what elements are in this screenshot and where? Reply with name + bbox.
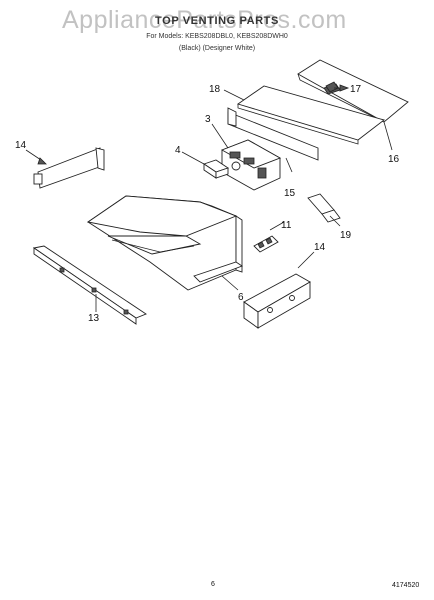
callout-4: 4 <box>175 145 181 156</box>
part-19-clip <box>307 193 341 227</box>
document-id: 4174520 <box>392 582 420 589</box>
callout-11: 11 <box>281 220 292 231</box>
page-number: 6 <box>211 581 215 588</box>
part-13-front-channel <box>32 245 147 325</box>
part-15-bracket-rail <box>227 107 319 173</box>
callout-13: 13 <box>88 313 100 324</box>
part-4-block <box>181 151 230 179</box>
diagram-title: TOP VENTING PARTS <box>155 15 279 27</box>
callout-18: 18 <box>209 84 221 95</box>
callout-6: 6 <box>238 292 244 303</box>
model-numbers: For Models: KEBS208DBL0, KEBS208DWH0 <box>146 33 288 40</box>
part-17-clip <box>325 81 350 93</box>
watermark: AppliancePartsPros.com <box>62 6 347 34</box>
part-14-right-bracket <box>243 251 315 329</box>
part-3-blower-assembly <box>211 123 282 191</box>
callout-19: 19 <box>340 230 352 241</box>
callout-15: 15 <box>284 188 296 199</box>
callout-17: 17 <box>350 84 362 95</box>
model-colors: (Black) (Designer White) <box>178 45 256 52</box>
part-14-left-bracket <box>25 147 105 189</box>
callout-14-left: 14 <box>15 140 27 151</box>
callout-14-right: 14 <box>314 242 326 253</box>
part-18-vent-plate <box>223 85 385 145</box>
part-11-connector <box>253 221 285 253</box>
part-6-duct-tray <box>86 195 243 291</box>
callout-3: 3 <box>205 114 211 125</box>
callout-16: 16 <box>388 154 400 165</box>
